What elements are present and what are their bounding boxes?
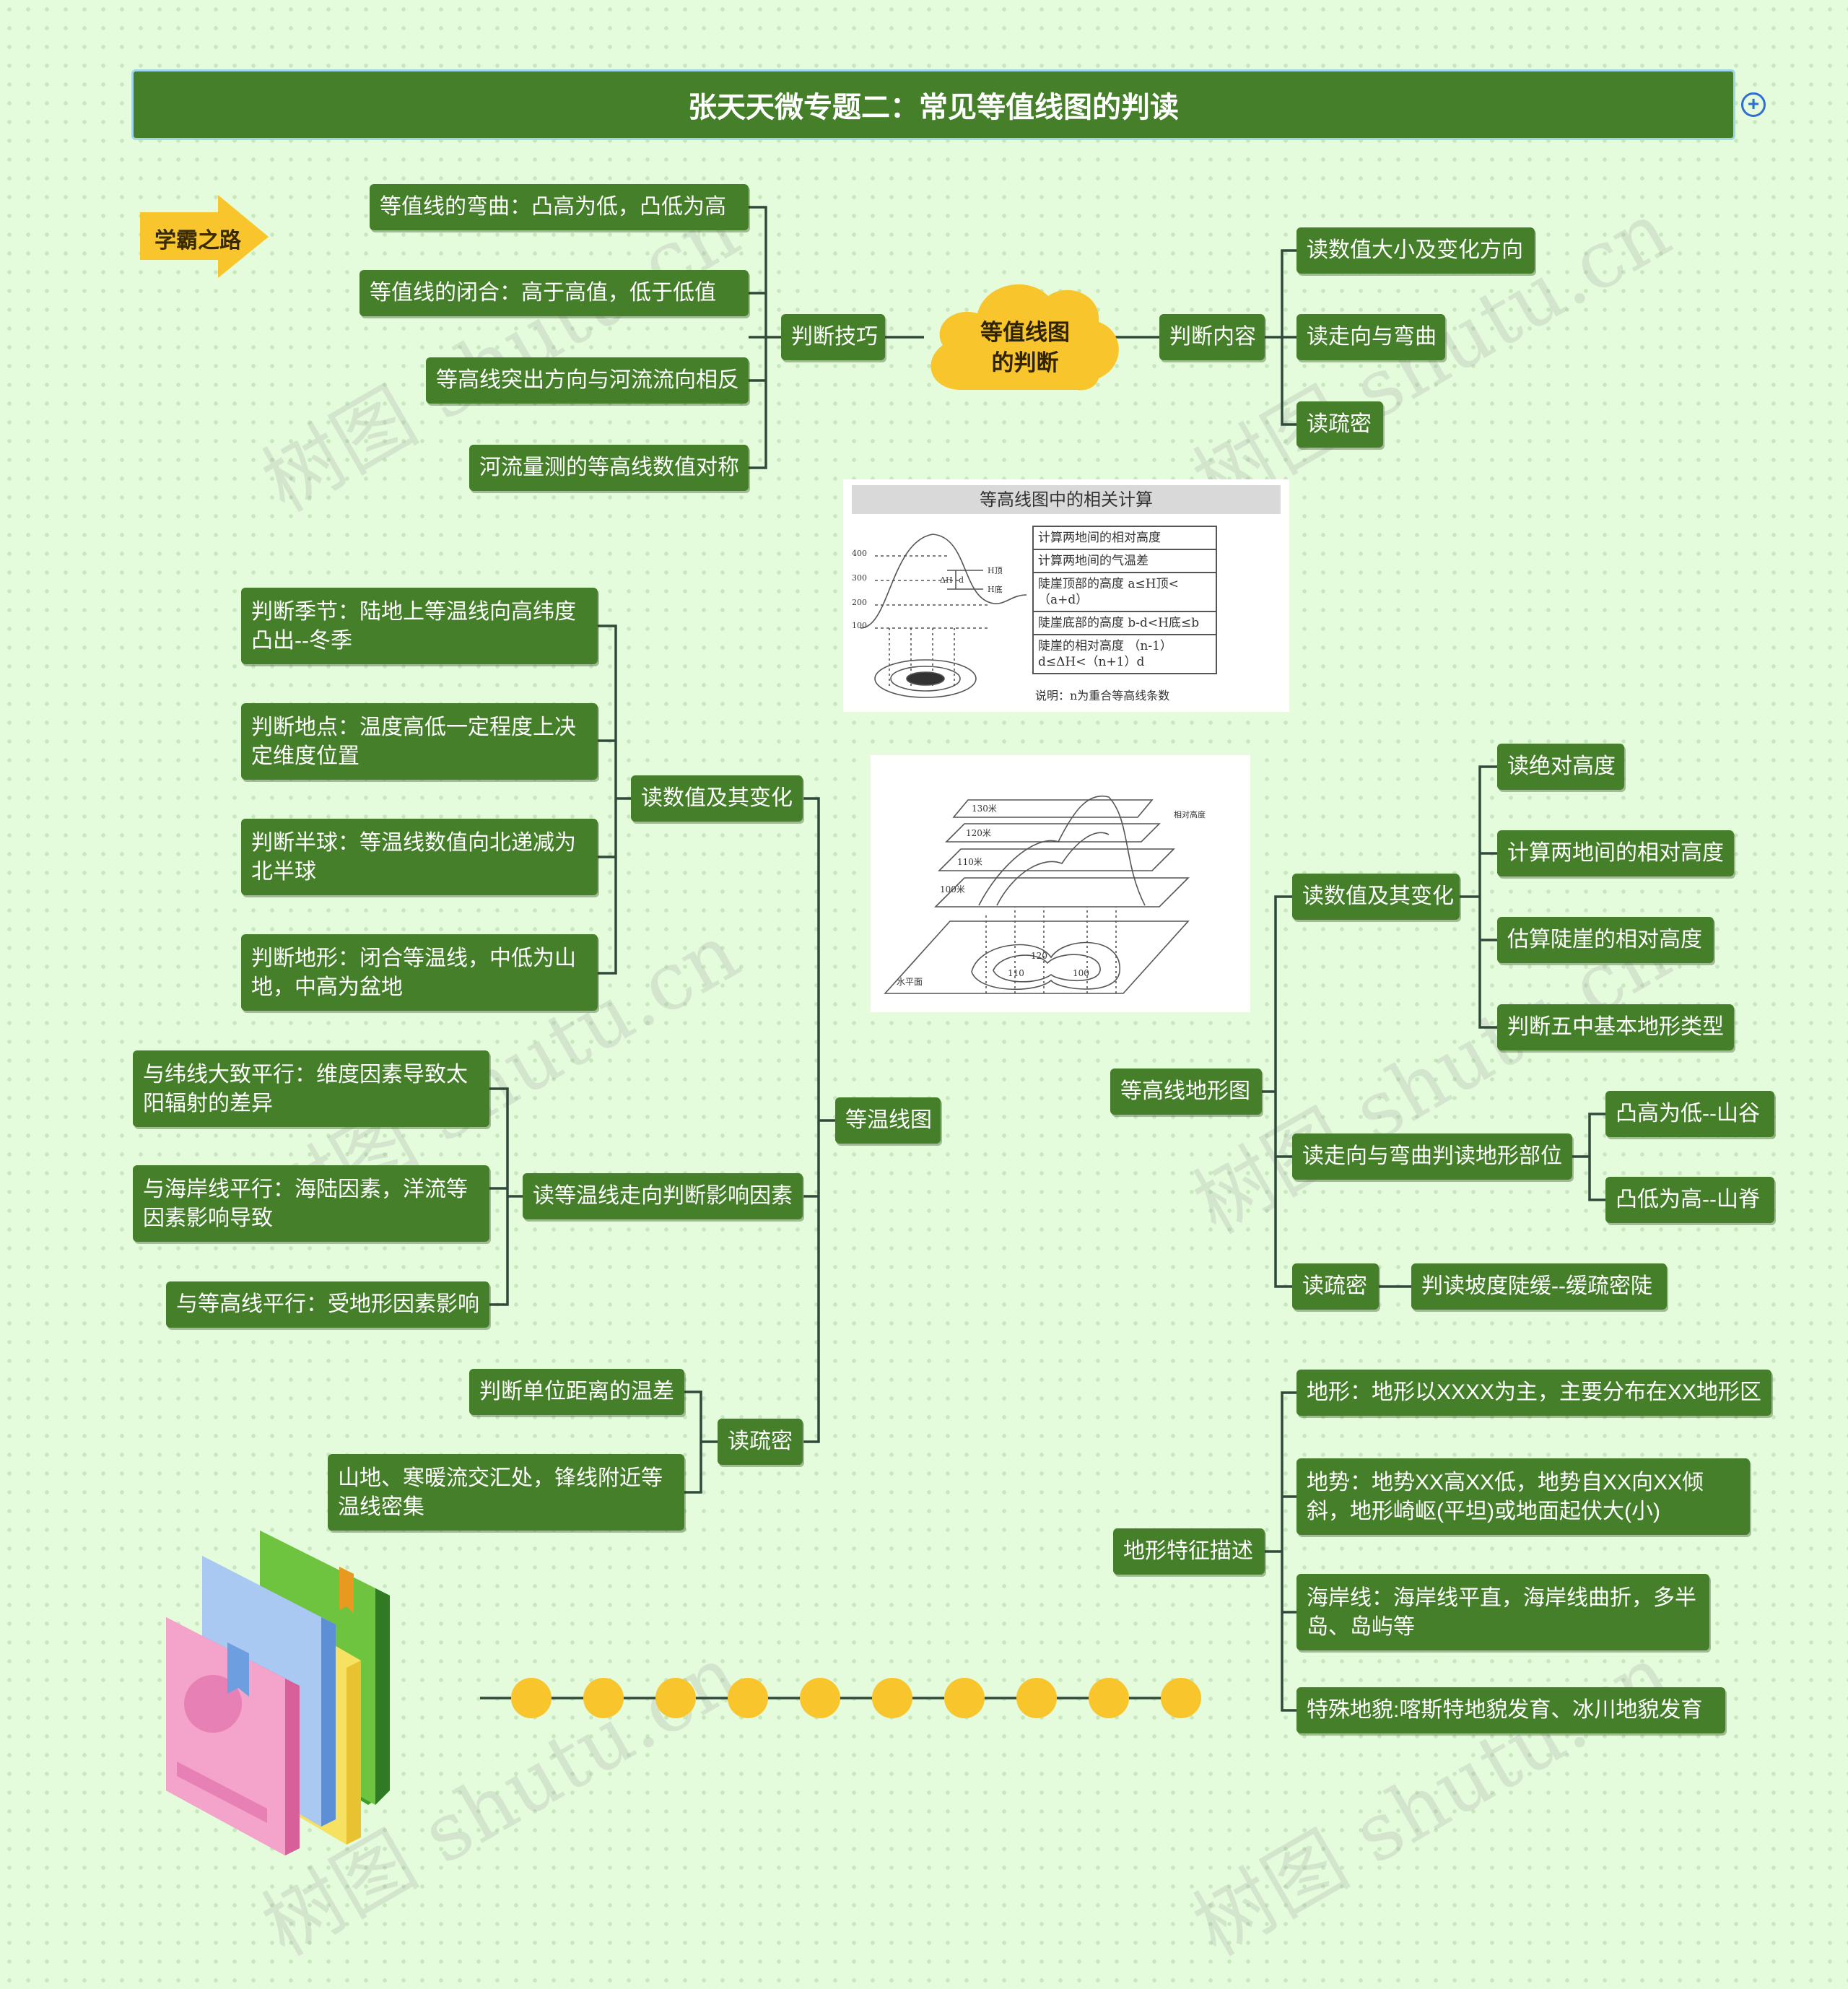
layer-label: 100米: [940, 884, 965, 895]
relative-height-label: 相对高度: [1174, 809, 1206, 819]
contour-value-item[interactable]: 判断五中基本地形类型: [1497, 1004, 1734, 1050]
terrain-item[interactable]: 地形：地形以XXXX为主，主要分布在XX地形区: [1296, 1370, 1771, 1416]
skill-item[interactable]: 等高线突出方向与河流流向相反: [426, 357, 749, 404]
isotherm-value-item[interactable]: 判断地形：闭合等温线，中低为山地，中高为盆地: [241, 934, 598, 1011]
layered-contour-illustration: 130米 120米 110米 100米 水平面 120 110 100 相对高度: [884, 795, 1206, 994]
center-cloud-icon: [930, 284, 1119, 391]
table-row: 陡崖顶部的高度 a≤H顶<（a+d）: [1032, 573, 1217, 612]
timeline-dots: [511, 1678, 1201, 1718]
marker-label: ΔH: [940, 575, 953, 585]
branch-terrain-description[interactable]: 地形特征描述: [1113, 1528, 1265, 1575]
layer-label: 110米: [957, 857, 982, 867]
tick-label: 100: [852, 621, 867, 630]
contour-values-node[interactable]: 读数值及其变化: [1292, 874, 1460, 920]
contour-calculation-figure: 等高线图中的相关计算 400 300 200 100 H顶 H底 ΔH d 计算…: [843, 479, 1289, 712]
books-icon: [166, 1531, 390, 1855]
tick-label: 200: [852, 598, 867, 607]
layer-label: 水平面: [897, 977, 923, 987]
layer-label: 130米: [972, 804, 997, 814]
contour-value-item[interactable]: 估算陡崖的相对高度: [1497, 917, 1714, 963]
content-item[interactable]: 读疏密: [1296, 401, 1383, 448]
table-row: 陡崖的相对高度 （n-1）d≤ΔH<（n+1）d: [1032, 635, 1217, 674]
isotherm-values-node[interactable]: 读数值及其变化: [631, 775, 803, 822]
content-item[interactable]: 读数值大小及变化方向: [1296, 227, 1535, 274]
center-topic-line: 的判断: [991, 350, 1059, 375]
contour-value: 120: [1031, 951, 1047, 961]
isotherm-density-item[interactable]: 山地、寒暖流交汇处，锋线附近等温线密集: [328, 1454, 684, 1531]
contour-trend-item[interactable]: 凸高为低--山谷: [1605, 1091, 1774, 1137]
skill-item[interactable]: 等值线的弯曲：凸高为低，凸低为高: [370, 184, 749, 230]
isotherm-value-item[interactable]: 判断半球：等温线数值向北递减为北半球: [241, 819, 598, 895]
terrain-item[interactable]: 地势：地势XX高XX低，地势自XX向XX倾斜，地形崎岖(平坦)或地面起伏大(小): [1296, 1458, 1750, 1535]
skill-item[interactable]: 河流量测的等高线数值对称: [469, 445, 749, 491]
contour-density-item[interactable]: 判读坡度陡缓--缓疏密陡: [1411, 1263, 1667, 1310]
contour-value: 100: [1073, 968, 1089, 978]
skill-item[interactable]: 等值线的闭合：高于高值，低于低值: [359, 270, 749, 316]
marker-label: H底: [988, 584, 1003, 594]
mountain-cross-section-figure: 400 300 200 100 H顶 H底 ΔH d: [852, 534, 1027, 698]
badge-label: 学霸之路: [154, 229, 241, 253]
figure-title: 等高线图中的相关计算: [852, 485, 1281, 514]
isotherm-density-item[interactable]: 判断单位距离的温差: [469, 1369, 684, 1415]
branch-contour-map[interactable]: 等高线地形图: [1110, 1069, 1262, 1115]
contour-3d-figure: 130米 120米 110米 100米 水平面 120 110 100 相对高度: [871, 755, 1250, 1012]
contour-value-item[interactable]: 读绝对高度: [1497, 744, 1624, 790]
branch-judgment-skills[interactable]: 判断技巧: [781, 314, 885, 360]
isotherm-trend-item[interactable]: 与纬线大致平行：维度因素导致太阳辐射的差异: [133, 1050, 489, 1127]
tick-label: 300: [852, 573, 867, 583]
contour-density-node[interactable]: 读疏密: [1292, 1263, 1379, 1310]
page-title: 张天天微专题二：常见等值线图的判读: [131, 69, 1735, 140]
contour-value: 110: [1008, 968, 1024, 978]
table-row: 计算两地间的相对高度: [1032, 526, 1217, 550]
content-item[interactable]: 读走向与弯曲: [1296, 314, 1445, 360]
contour-trend-item[interactable]: 凸低为高--山脊: [1605, 1177, 1774, 1223]
contour-value-item[interactable]: 计算两地间的相对高度: [1497, 830, 1734, 876]
calculation-table: 计算两地间的相对高度 计算两地间的气温差 陡崖顶部的高度 a≤H顶<（a+d） …: [1032, 526, 1217, 674]
tick-label: 400: [852, 549, 867, 558]
marker-label: H顶: [988, 566, 1003, 575]
badge-arrow-icon: [140, 195, 269, 278]
layer-label: 120米: [966, 828, 991, 838]
marker-label: d: [959, 575, 964, 585]
isotherm-density-node[interactable]: 读疏密: [718, 1419, 803, 1465]
terrain-item[interactable]: 海岸线：海岸线平直，海岸线曲折，多半岛、岛屿等: [1296, 1574, 1709, 1650]
isotherm-value-item[interactable]: 判断季节：陆地上等温线向高纬度凸出--冬季: [241, 588, 598, 664]
contour-trend-node[interactable]: 读走向与弯曲判读地形部位: [1292, 1133, 1572, 1180]
table-row: 陡崖底部的高度 b-d<H底≤b: [1032, 612, 1217, 635]
branch-isotherm-map[interactable]: 等温线图: [835, 1097, 941, 1144]
terrain-item[interactable]: 特殊地貌:喀斯特地貌发育、冰川地貌发育: [1296, 1687, 1725, 1733]
branch-judgment-content[interactable]: 判断内容: [1159, 314, 1265, 360]
isotherm-trend-item[interactable]: 与等高线平行：受地形因素影响: [166, 1281, 489, 1328]
figure-note: 说明：n为重合等高线条数: [1035, 689, 1170, 702]
expand-plus-icon[interactable]: +: [1741, 92, 1766, 117]
center-topic[interactable]: 等值线图 的判断: [938, 318, 1112, 378]
center-topic-line: 等值线图: [980, 320, 1070, 345]
isotherm-trend-item[interactable]: 与海岸线平行：海陆因素，洋流等因素影响导致: [133, 1165, 489, 1242]
isotherm-value-item[interactable]: 判断地点：温度高低一定程度上决定维度位置: [241, 703, 598, 780]
table-row: 计算两地间的气温差: [1032, 550, 1217, 573]
isotherm-trend-node[interactable]: 读等温线走向判断影响因素: [523, 1173, 803, 1219]
